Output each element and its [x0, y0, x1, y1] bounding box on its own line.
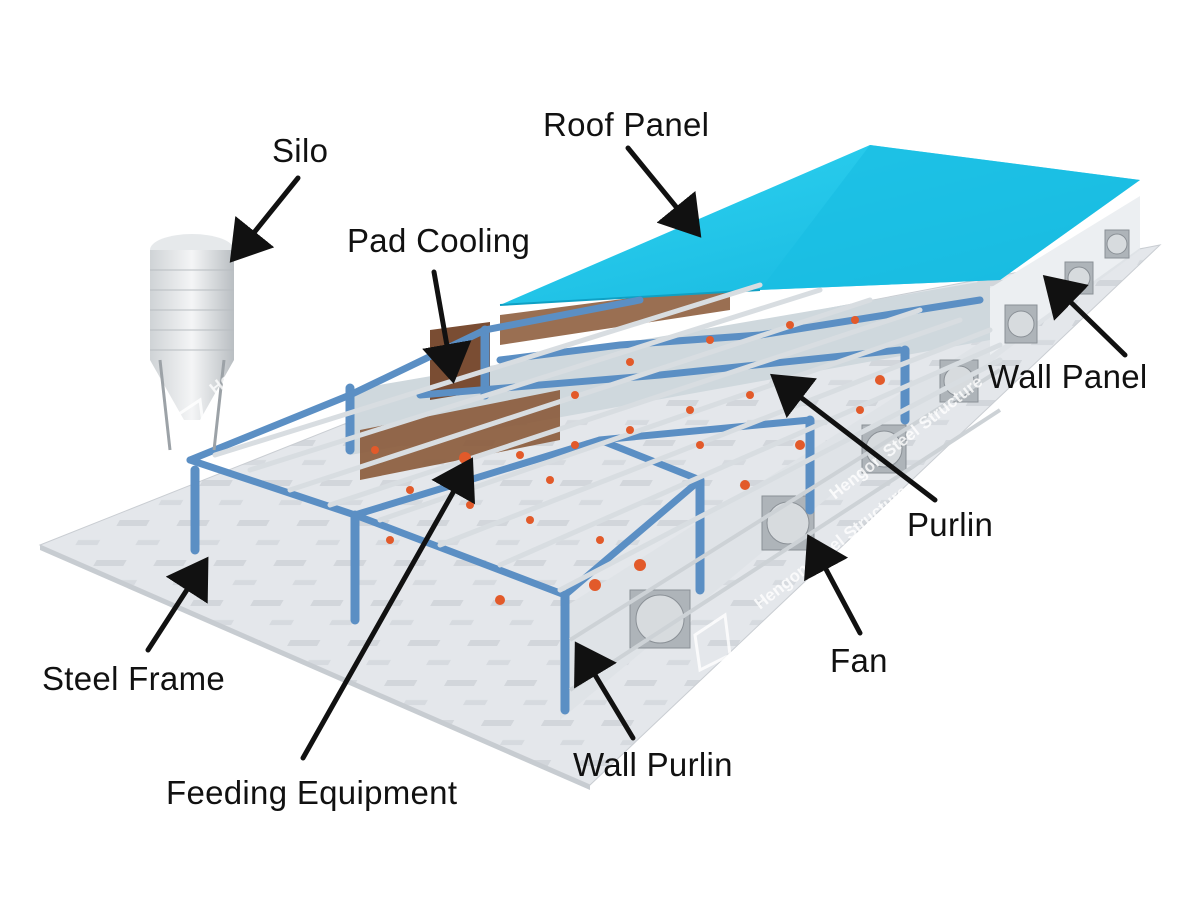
label-purlin: Purlin: [907, 506, 994, 543]
fan-6: [1064, 261, 1094, 295]
fan-5: [1004, 304, 1038, 344]
purlins: [212, 282, 1003, 593]
label-fan: Fan: [830, 642, 888, 679]
label-feeding-equipment: Feeding Equipment: [166, 774, 458, 811]
arrow-feeding-equipment: [300, 457, 476, 761]
label-roof-panel: Roof Panel: [543, 106, 710, 143]
arrow-purlin: [770, 373, 938, 503]
logo-mark-1: [168, 397, 207, 458]
arrow-steel-frame: [145, 556, 209, 653]
logo-mark-2: [693, 612, 732, 673]
label-wall-panel: Wall Panel: [988, 358, 1148, 395]
arrow-pad-cooling: [422, 269, 472, 384]
silo: [150, 234, 234, 451]
label-wall-purlin: Wall Purlin: [573, 746, 733, 783]
callout-arrows: [145, 145, 1128, 761]
arrow-silo: [229, 175, 301, 263]
fan-7: [1104, 229, 1130, 259]
arrow-wall-purlin: [574, 641, 636, 741]
arrow-roof-panel: [625, 145, 702, 238]
fans: [629, 229, 1130, 649]
label-silo: Silo: [272, 132, 329, 169]
label-pad-cooling: Pad Cooling: [347, 222, 531, 259]
wall-purlins: [568, 368, 1002, 692]
fan-3: [861, 424, 907, 474]
roof-panel: [499, 145, 1140, 306]
arrow-fan: [804, 534, 863, 636]
arrow-wall-panel: [1042, 275, 1128, 358]
feeding-equipment: [371, 316, 885, 605]
label-steel-frame: Steel Frame: [42, 660, 226, 697]
